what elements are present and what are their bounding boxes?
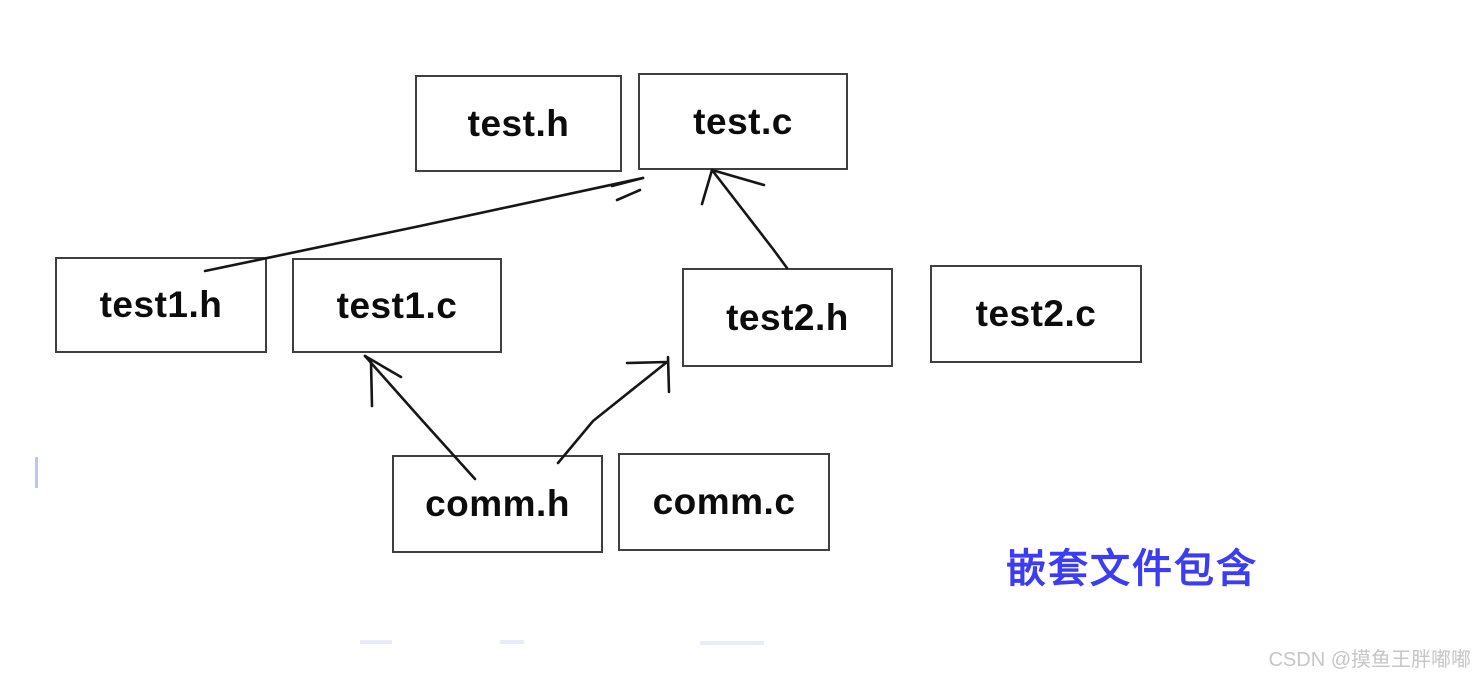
filebox-test1-h: test1.h <box>55 257 267 353</box>
filebox-label: test1.c <box>336 284 458 326</box>
filebox-test-h: test.h <box>415 75 622 172</box>
scan-artifact-smudge <box>700 641 764 645</box>
filebox-label: test1.h <box>99 284 223 325</box>
filebox-label: test.h <box>467 102 570 144</box>
scan-artifact-smudge <box>500 640 524 644</box>
filebox-label: test2.c <box>975 293 1097 334</box>
filebox-comm-c: comm.c <box>618 453 830 551</box>
scan-artifact-smudge <box>360 640 392 644</box>
filebox-label: test2.h <box>726 296 849 338</box>
arrow-commh-to-test2h <box>556 355 671 465</box>
caption-nested-include: 嵌套文件包含 <box>1006 547 1258 591</box>
csdn-watermark: CSDN @摸鱼王胖嘟嘟 <box>1268 649 1471 671</box>
scan-artifact-line <box>35 457 38 488</box>
filebox-test2-h: test2.h <box>682 268 893 367</box>
filebox-test2-c: test2.c <box>930 265 1142 363</box>
filebox-label: comm.h <box>425 483 570 524</box>
filebox-test-c: test.c <box>638 73 848 170</box>
filebox-test1-c: test1.c <box>292 258 502 353</box>
filebox-label: comm.c <box>652 481 796 522</box>
filebox-label: test.c <box>693 100 793 142</box>
filebox-comm-h: comm.h <box>392 455 603 553</box>
arrow-test2h-to-testc <box>700 168 789 270</box>
